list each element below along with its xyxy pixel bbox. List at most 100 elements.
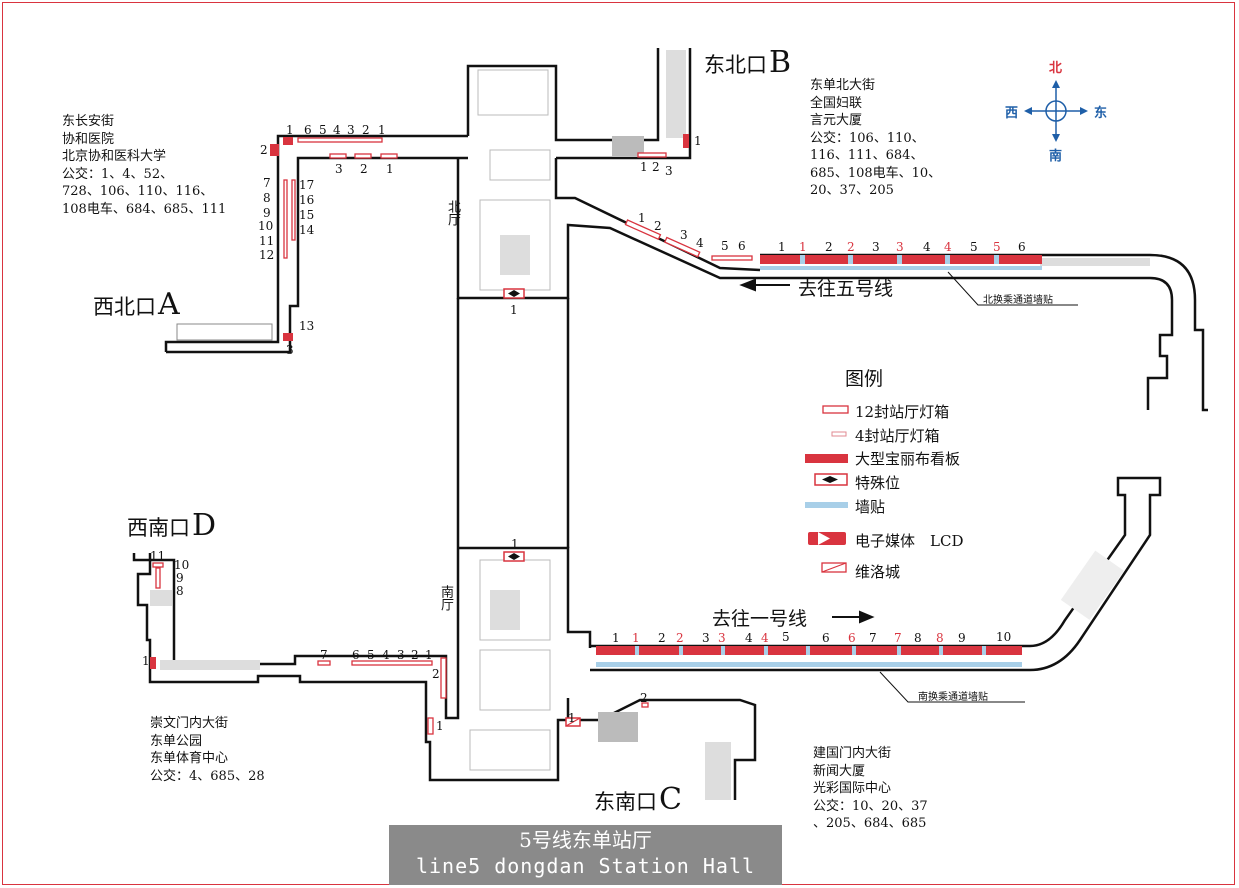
d-row-7: 7 [320,648,328,662]
a-top-3: 3 [347,123,355,137]
n-billboard-label: 4 [923,240,931,254]
s-billboard-label: 10 [996,630,1012,644]
a-top-1b: 1 [378,123,386,137]
n-billboard-label: 6 [1018,240,1026,254]
note-leaders [879,271,1078,703]
legend-4-lightbox: 4封站厅灯箱 [855,427,940,445]
a-left-10: 10 [258,219,274,233]
exit-name: 西北口 [93,295,156,319]
info-line: 公交：106、110、 [810,130,925,146]
info-line: 东长安街 [62,114,115,129]
info-line: 20、37、205 [810,183,894,198]
compass-east: 东 [1094,106,1108,121]
a-left-7: 7 [263,176,271,190]
exit-letter: B [769,45,792,80]
to-line1-label: 去往一号线 [712,608,808,630]
exit-name: 东北口 [704,53,767,77]
south-hall-label: 南厅 [438,585,453,611]
station-title-box: 5号线东单站厅 line5 dongdan Station Hall [389,825,782,885]
a-left-9: 9 [263,206,271,220]
s-billboard-label: 5 [782,630,790,644]
wall-stickers [596,266,1042,667]
b-row-3: 3 [665,164,673,178]
info-line: 北京协和医科大学 [62,149,167,164]
info-line: 建国门内大街 [813,746,892,761]
b-corr-2: 2 [654,219,662,233]
legend-special: 特殊位 [855,474,901,492]
a-top-6: 6 [304,123,312,137]
a-row2-1: 1 [386,162,394,176]
b-one: 1 [694,134,702,148]
a-right-16: 16 [299,193,315,207]
a-left-11: 11 [259,234,275,248]
legend-lcd: 电子媒体 LCD [855,532,964,550]
b-row-1: 1 [640,160,648,174]
a-two: 2 [260,143,268,157]
info-line: 116、111、684、 [810,148,924,163]
a-top-5: 5 [319,123,327,137]
exit-b-label: 东北口B [704,45,791,80]
info-line: 光彩国际中心 [813,781,892,796]
d-row-2: 2 [411,648,419,662]
info-line: 新闻大厦 [813,763,866,779]
s-billboard-label: 4 [761,631,769,645]
info-line: 公交：1、4、52、 [62,166,174,182]
c-two: 2 [640,691,648,705]
d-one: 1 [142,654,150,668]
s-billboard-label: 6 [822,631,830,645]
n-billboard-label: 2 [847,240,855,254]
s-billboard-label: 8 [914,631,922,645]
s-billboard-label: 6 [848,631,856,645]
a-row2-2: 2 [360,162,368,176]
stairs [150,50,1150,800]
d-row-6: 6 [352,648,360,662]
a-left-8: 8 [263,191,271,205]
d-row-1: 1 [425,648,433,662]
info-southeast: 建国门内大街 新闻大厦 光彩国际中心 公交：10、20、37 、205、684、… [813,745,928,833]
exit-name: 东南口 [594,790,657,814]
info-line: 公交：10、20、37 [813,798,928,814]
b-corr-4: 4 [696,236,704,250]
d-col-11: 11 [150,549,166,563]
b-row-2: 2 [652,160,660,174]
legend-12-lightbox: 12封站厅灯箱 [855,403,950,421]
a-top-4: 4 [333,123,341,137]
north-hall-special-1: 1 [510,303,518,317]
s-billboard-label: 7 [869,631,877,645]
n-billboard-label: 3 [872,240,880,254]
d-col-8: 8 [176,584,184,598]
lightboxes [152,137,753,735]
s-billboard-label: 1 [612,631,620,645]
special-positions [503,288,581,727]
billboard-dividers [635,255,999,655]
legend-billboard: 大型宝丽布看板 [855,450,961,468]
b-corr-5: 5 [721,239,729,253]
south-hall-special-1: 1 [511,537,519,551]
b-corr-3: 3 [680,228,688,242]
hall-interior-details [469,69,551,771]
s-billboard-label: 7 [894,631,902,645]
info-line: 东单北大街 [810,78,876,93]
info-line: 全国妇联 [810,95,863,111]
direction-arrows [739,278,875,624]
info-line: 言元大厦 [810,113,863,128]
compass-rose [1024,80,1088,142]
b-corr-1: 1 [638,211,646,225]
station-walls [132,48,1208,800]
info-line: 东单公园 [150,733,203,749]
a-top-1: 1 [286,123,294,137]
a-thirteen: 13 [299,319,315,333]
title-english: line5 dongdan Station Hall [415,854,756,878]
d-one-b: 1 [436,719,444,733]
info-line: 728、106、110、116、 [62,184,214,199]
info-northwest: 东长安街 协和医院 北京协和医科大学 公交：1、4、52、 728、106、11… [62,113,226,218]
info-northeast: 东单北大街 全国妇联 言元大厦 公交：106、110、 116、111、684、… [810,77,941,200]
a-right-17: 17 [299,178,315,192]
c-one: 1 [568,711,576,725]
legend-weiluocheng: 维洛城 [855,563,901,581]
n-billboard-label: 2 [825,240,833,254]
a-right-14: 14 [299,223,315,237]
b-corr-6: 6 [738,239,746,253]
s-billboard-label: 3 [702,631,710,645]
